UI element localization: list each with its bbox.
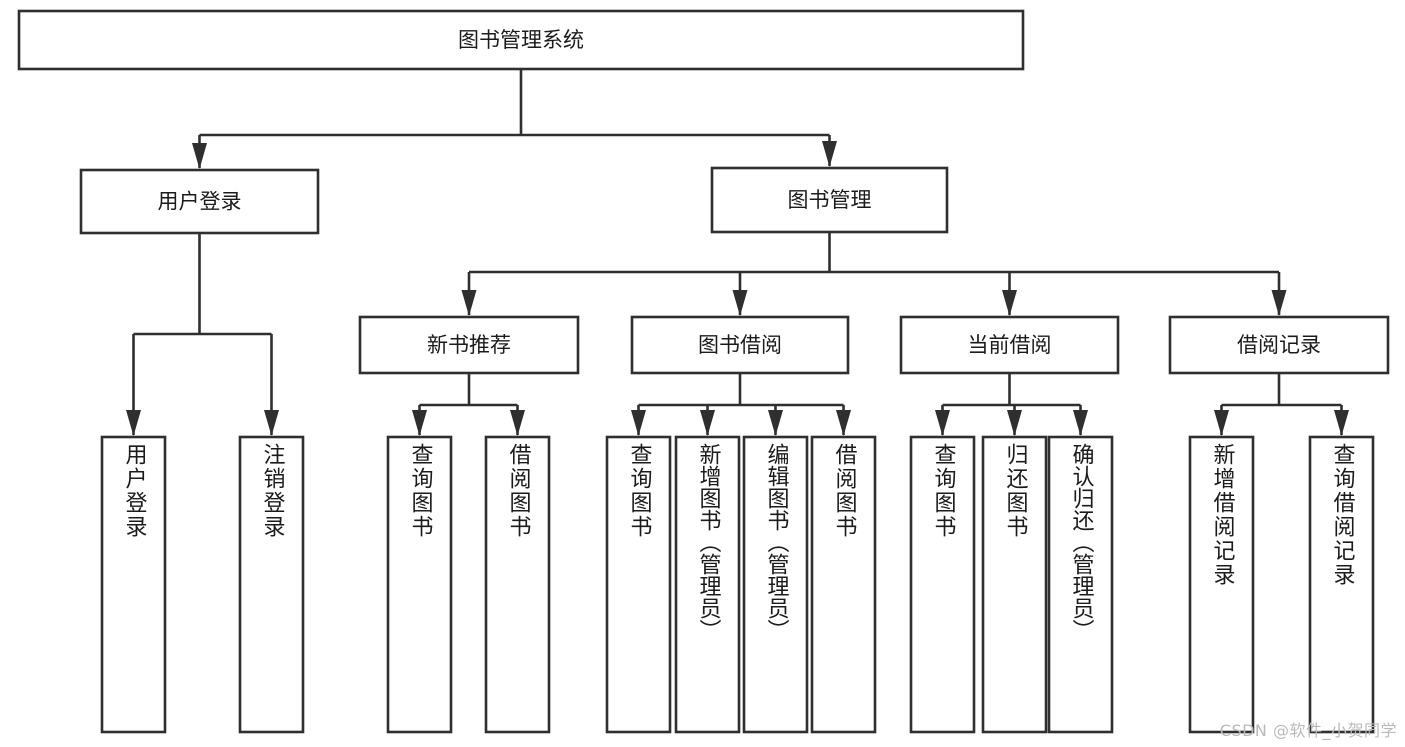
node-query-book-1[interactable] xyxy=(386,435,453,734)
arrow-down-icon-edit-book xyxy=(768,410,783,436)
arrow-down-icon-user-login-do xyxy=(126,410,141,436)
node-box-query-book-1[interactable] xyxy=(386,435,453,734)
node-user-login-do[interactable] xyxy=(100,435,167,734)
node-query-book-3[interactable] xyxy=(909,435,976,734)
node-label-book-borrow: 图书借阅 xyxy=(698,333,782,357)
connector-layer xyxy=(126,69,1349,436)
arrow-down-icon-query-book-3 xyxy=(935,410,950,436)
node-box-add-borrow-record[interactable] xyxy=(1188,435,1255,734)
node-user-login[interactable]: 用户登录 xyxy=(79,168,320,235)
node-user-logout[interactable] xyxy=(238,435,305,734)
arrow-down-icon-borrow-book-2 xyxy=(836,410,851,436)
arrow-down-icon-query-borrow-record xyxy=(1334,410,1349,436)
arrow-down-icon-add-book xyxy=(700,410,715,436)
arrow-down-icon-book-borrow xyxy=(732,290,748,316)
arrow-down-icon-query-book-2 xyxy=(631,410,646,436)
node-box-add-book[interactable] xyxy=(674,435,741,734)
node-current-borrow[interactable]: 当前借阅 xyxy=(899,315,1120,375)
arrow-down-icon-user-login xyxy=(192,143,207,169)
arrow-down-icon-current-borrow xyxy=(1002,290,1017,316)
node-box-user-login-do[interactable] xyxy=(100,435,167,734)
node-box-current-borrow[interactable] xyxy=(899,315,1120,375)
node-book-borrow[interactable]: 图书借阅 xyxy=(630,315,850,375)
node-box-edit-book[interactable] xyxy=(742,435,809,734)
node-box-return-book[interactable] xyxy=(981,435,1048,734)
node-label-current-borrow: 当前借阅 xyxy=(968,333,1052,357)
arrow-down-icon-borrow-book-1 xyxy=(510,410,525,436)
node-box-root[interactable] xyxy=(17,9,1025,71)
arrow-down-icon-user-logout xyxy=(264,410,279,436)
arrow-down-icon-return-book xyxy=(1007,410,1022,436)
node-box-borrow-book-2[interactable] xyxy=(810,435,877,734)
node-add-book[interactable] xyxy=(674,435,741,734)
node-borrow-book-1[interactable] xyxy=(484,435,551,734)
node-box-borrow-book-1[interactable] xyxy=(484,435,551,734)
arrow-down-icon-book-manage xyxy=(822,141,837,167)
node-box-confirm-return[interactable] xyxy=(1047,435,1114,734)
arrow-down-icon-add-borrow-record xyxy=(1214,410,1229,436)
node-box-book-borrow[interactable] xyxy=(630,315,850,375)
node-query-borrow-record[interactable] xyxy=(1308,435,1375,734)
node-box-borrow-record[interactable] xyxy=(1168,315,1390,375)
node-box-user-logout[interactable] xyxy=(238,435,305,734)
node-label-new-book-rec: 新书推荐 xyxy=(427,333,511,357)
node-box-new-book-rec[interactable] xyxy=(358,315,580,375)
arrow-down-icon-new-book-rec xyxy=(461,290,477,316)
node-borrow-book-2[interactable] xyxy=(810,435,877,734)
node-label-book-manage: 图书管理 xyxy=(788,188,872,212)
arrow-down-icon-borrow-record xyxy=(1271,290,1287,316)
node-add-borrow-record[interactable] xyxy=(1188,435,1255,734)
node-book-manage[interactable]: 图书管理 xyxy=(710,166,949,234)
node-label-user-login: 用户登录 xyxy=(158,190,242,214)
node-query-book-2[interactable] xyxy=(605,435,672,734)
node-label-borrow-record: 借阅记录 xyxy=(1237,333,1321,357)
node-label-root: 图书管理系统 xyxy=(458,28,584,52)
node-confirm-return[interactable] xyxy=(1047,435,1114,734)
arrow-down-icon-query-book-1 xyxy=(412,410,427,436)
csdn-watermark: CSDN @软件_小贺同学 xyxy=(1219,721,1397,740)
node-edit-book[interactable] xyxy=(742,435,809,734)
node-root[interactable]: 图书管理系统 xyxy=(17,9,1025,71)
node-box-query-book-3[interactable] xyxy=(909,435,976,734)
node-borrow-record[interactable]: 借阅记录 xyxy=(1168,315,1390,375)
node-box-user-login[interactable] xyxy=(79,168,320,235)
node-box-query-book-2[interactable] xyxy=(605,435,672,734)
node-new-book-rec[interactable]: 新书推荐 xyxy=(358,315,580,375)
node-box-query-borrow-record[interactable] xyxy=(1308,435,1375,734)
node-box-book-manage[interactable] xyxy=(710,166,949,234)
arrow-down-icon-confirm-return xyxy=(1073,410,1088,436)
node-return-book[interactable] xyxy=(981,435,1048,734)
